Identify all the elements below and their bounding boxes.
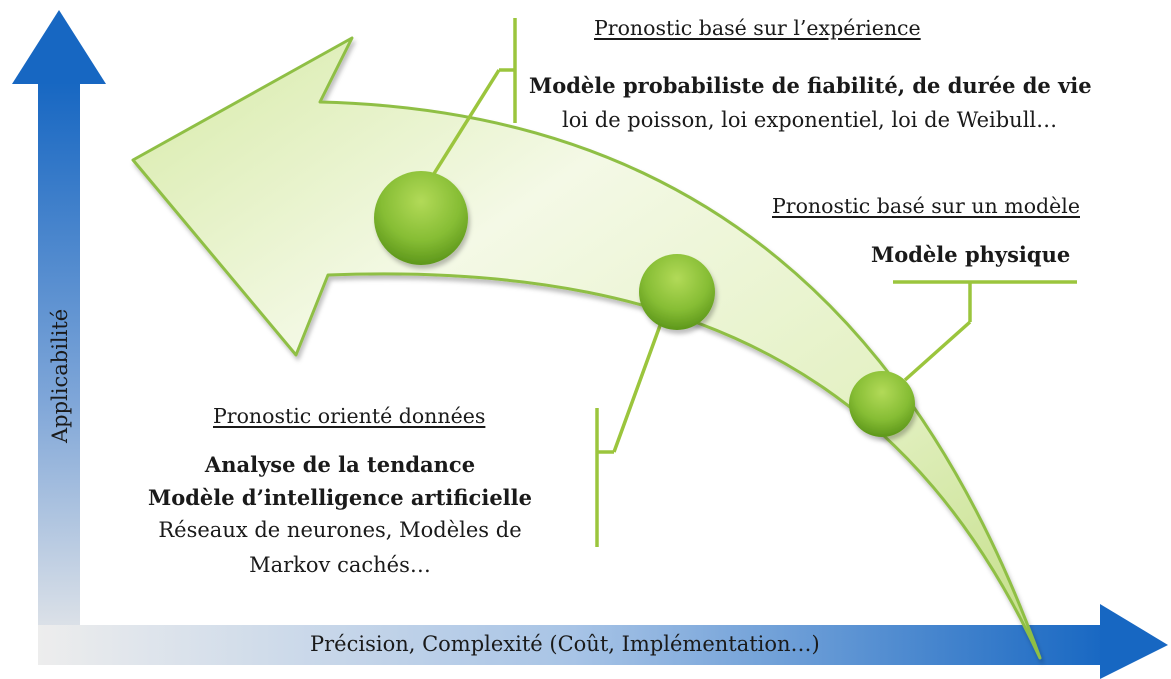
data-heading: Pronostic orienté données bbox=[213, 404, 486, 428]
experience-detail: loi de poisson, loi exponentiel, loi de … bbox=[562, 108, 1058, 132]
data-detail-2: Markov cachés… bbox=[249, 553, 431, 577]
dot-experience bbox=[374, 171, 468, 265]
y-axis-arrow bbox=[12, 10, 106, 662]
bracket-model bbox=[893, 280, 1077, 382]
data-title-2: Modèle d’intelligence artificielle bbox=[147, 485, 532, 510]
data-title-1: Analyse de la tendance bbox=[204, 452, 476, 477]
x-axis-arrow bbox=[38, 604, 1168, 679]
bracket-data bbox=[595, 319, 664, 547]
model-title: Modèle physique bbox=[871, 242, 1071, 267]
dot-model bbox=[849, 371, 915, 437]
x-axis-label: Précision, Complexité (Coût, Implémentat… bbox=[310, 632, 820, 656]
curved-trend-arrow bbox=[131, 36, 1042, 660]
dot-data bbox=[639, 254, 715, 330]
model-heading: Pronostic basé sur un modèle bbox=[772, 194, 1080, 218]
experience-heading: Pronostic basé sur l’expérience bbox=[594, 16, 921, 40]
y-axis-label: Applicabilité bbox=[48, 308, 72, 443]
experience-title: Modèle probabiliste de fiabilité, de dur… bbox=[529, 73, 1092, 98]
data-detail-1: Réseaux de neurones, Modèles de bbox=[158, 518, 522, 542]
